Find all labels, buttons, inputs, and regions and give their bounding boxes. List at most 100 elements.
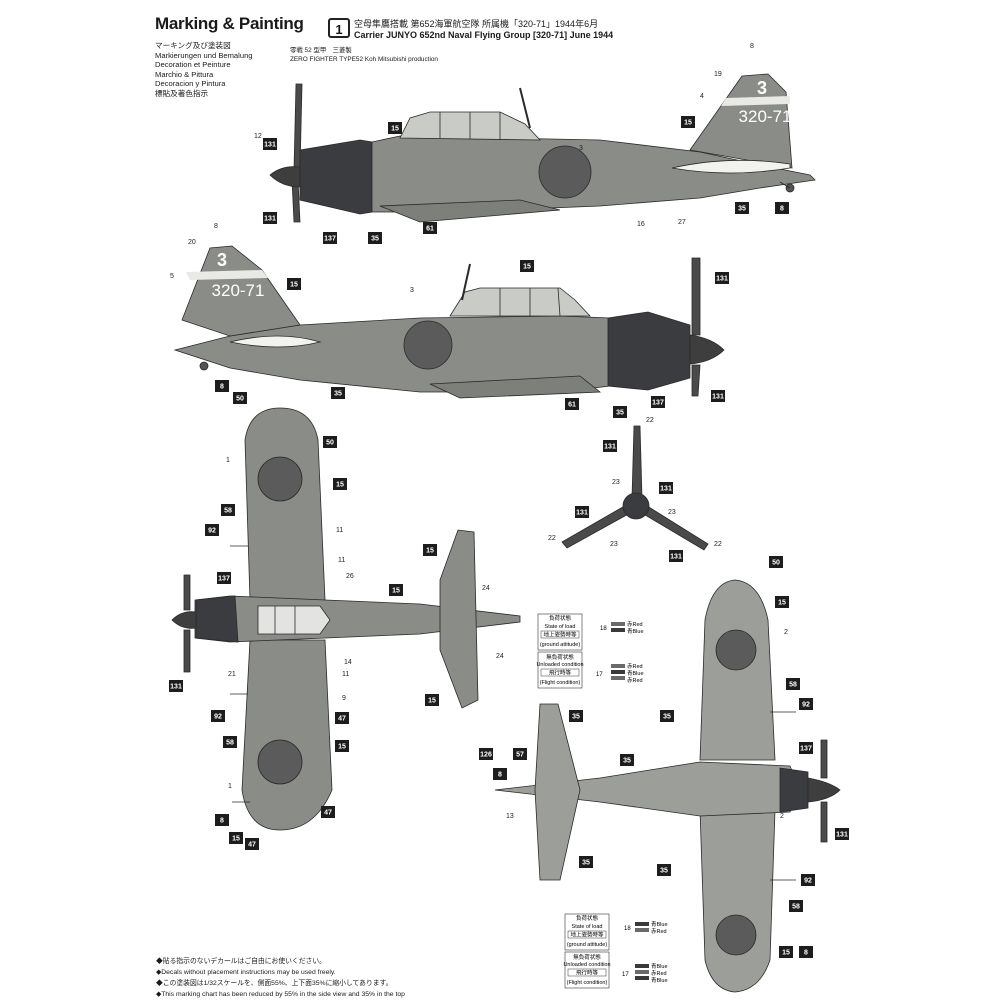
svg-text:8: 8 xyxy=(220,384,224,391)
svg-text:18: 18 xyxy=(600,626,607,632)
wing-bottom-lower xyxy=(699,809,776,993)
title-translations: マーキング及び塗装図 Markierungen und Bemalung Dec… xyxy=(155,41,253,99)
num-20: 20 xyxy=(188,239,196,246)
note-3: ◆この塗装図は1/32スケールを、側面55%、上下面35%に縮小してあります。 xyxy=(156,980,393,987)
callout-47: 47 xyxy=(245,838,259,850)
svg-text:126: 126 xyxy=(480,752,492,759)
tailplane-top xyxy=(439,529,479,709)
title-it: Marchio & Pittura xyxy=(155,69,214,79)
svg-text:青Blue: 青Blue xyxy=(651,976,668,984)
callout-15: 15 xyxy=(775,596,789,608)
callout-92: 92 xyxy=(799,698,813,710)
callout-15: 15 xyxy=(388,122,402,134)
stabilizer-side-2 xyxy=(229,335,322,348)
num-1: 1 xyxy=(226,457,230,464)
svg-text:8: 8 xyxy=(498,772,502,779)
canopy-top xyxy=(257,605,331,635)
callout-35: 35 xyxy=(657,864,671,876)
num-21: 21 xyxy=(228,671,236,678)
callout-57: 57 xyxy=(513,748,527,760)
bottom-view xyxy=(494,579,841,993)
svg-text:47: 47 xyxy=(324,810,332,817)
hinomaru-bottom-wing-2 xyxy=(715,914,757,956)
callout-15: 15 xyxy=(681,116,695,128)
svg-text:131: 131 xyxy=(604,444,616,451)
aircraft-type-jp: 零戦 52 型甲 三菱製 xyxy=(290,47,352,54)
callout-131: 131 xyxy=(715,272,729,284)
num-24: 24 xyxy=(482,585,490,592)
tail-code-top-2: 3 xyxy=(217,250,227,270)
num-23: 23 xyxy=(612,479,620,486)
svg-text:92: 92 xyxy=(802,702,810,709)
svg-text:15: 15 xyxy=(232,836,240,843)
svg-text:131: 131 xyxy=(670,554,682,561)
svg-text:35: 35 xyxy=(371,236,379,243)
num-23c: 23 xyxy=(610,541,618,548)
stabilizer-side-1 xyxy=(671,159,791,174)
num-4: 4 xyxy=(700,93,704,100)
num-14: 14 xyxy=(344,659,352,666)
callout-58: 58 xyxy=(221,504,235,516)
svg-text:35: 35 xyxy=(623,758,631,765)
callout-35: 35 xyxy=(613,406,627,418)
svg-text:8: 8 xyxy=(804,950,808,957)
svg-text:35: 35 xyxy=(663,714,671,721)
svg-text:15: 15 xyxy=(290,282,298,289)
hinomaru-fuselage-1 xyxy=(538,145,592,199)
cowling-side-1 xyxy=(299,139,373,215)
svg-text:131: 131 xyxy=(716,276,728,283)
callout-8: 8 xyxy=(799,946,813,958)
num-26: 26 xyxy=(346,573,354,580)
svg-text:58: 58 xyxy=(224,508,232,515)
title-jp: マーキング及び塗装図 xyxy=(155,41,231,50)
svg-text:15: 15 xyxy=(338,744,346,751)
aircraft-type: 零戦 52 型甲 三菱製 ZERO FIGHTER TYPE52 Koh Mit… xyxy=(290,46,438,64)
tail-number-2: 320-71 xyxy=(212,281,265,300)
page-title: Marking & Painting xyxy=(155,14,304,33)
svg-text:131: 131 xyxy=(170,684,182,691)
callout-131: 131 xyxy=(711,390,725,402)
svg-text:15: 15 xyxy=(426,548,434,555)
note-2: ◆Decals without placement instructions m… xyxy=(156,969,336,976)
num-11b: 11 xyxy=(338,557,345,564)
callout-35: 35 xyxy=(620,754,634,766)
num-16: 16 xyxy=(637,221,645,228)
hinomaru-top-wing-1 xyxy=(257,456,303,502)
callout-92: 92 xyxy=(801,874,815,886)
svg-text:18: 18 xyxy=(624,926,631,932)
svg-text:(ground attitude): (ground attitude) xyxy=(540,642,581,648)
callout-131: 131 xyxy=(263,212,277,224)
svg-text:赤Red: 赤Red xyxy=(651,927,667,935)
callout-92: 92 xyxy=(211,710,225,722)
load-legend-lower: 負荷状態 State of load 地上姿勢時等 (ground attitu… xyxy=(563,913,668,989)
propeller-front-view xyxy=(561,425,709,551)
cowling-top xyxy=(195,595,239,643)
footer-notes: ◆貼る指示のないデカールはご自由にお使いください。 ◆Decals withou… xyxy=(156,956,405,1000)
scheme-title-jp: 空母隼鷹搭載 第652海軍航空隊 所属機「320-71」1944年6月 xyxy=(354,19,599,29)
callout-15: 15 xyxy=(520,260,534,272)
callout-8: 8 xyxy=(215,814,229,826)
tailplane-bottom xyxy=(534,703,581,881)
svg-text:青Blue: 青Blue xyxy=(651,962,668,970)
svg-text:15: 15 xyxy=(392,588,400,595)
title-cn: 標貼及著色指示 xyxy=(155,88,209,98)
svg-text:35: 35 xyxy=(616,410,624,417)
num-8b: 8 xyxy=(214,223,218,230)
propeller-top xyxy=(183,574,191,673)
svg-text:92: 92 xyxy=(208,528,216,535)
num-13: 13 xyxy=(506,813,514,820)
num-24b: 24 xyxy=(496,653,504,660)
hinomaru-bottom-wing-1 xyxy=(715,629,757,671)
callout-15: 15 xyxy=(333,478,347,490)
tail-number-1: 320-71 xyxy=(739,107,792,126)
callout-58: 58 xyxy=(786,678,800,690)
svg-text:青Blue: 青Blue xyxy=(627,669,644,677)
callout-50: 50 xyxy=(233,392,247,404)
svg-text:Unloaded condition: Unloaded condition xyxy=(563,962,610,968)
svg-text:137: 137 xyxy=(324,236,336,243)
svg-text:(Flight condition): (Flight condition) xyxy=(540,680,581,686)
svg-text:青Blue: 青Blue xyxy=(627,627,644,635)
svg-text:State of load: State of load xyxy=(572,924,603,930)
wing-top-lower xyxy=(241,639,333,831)
